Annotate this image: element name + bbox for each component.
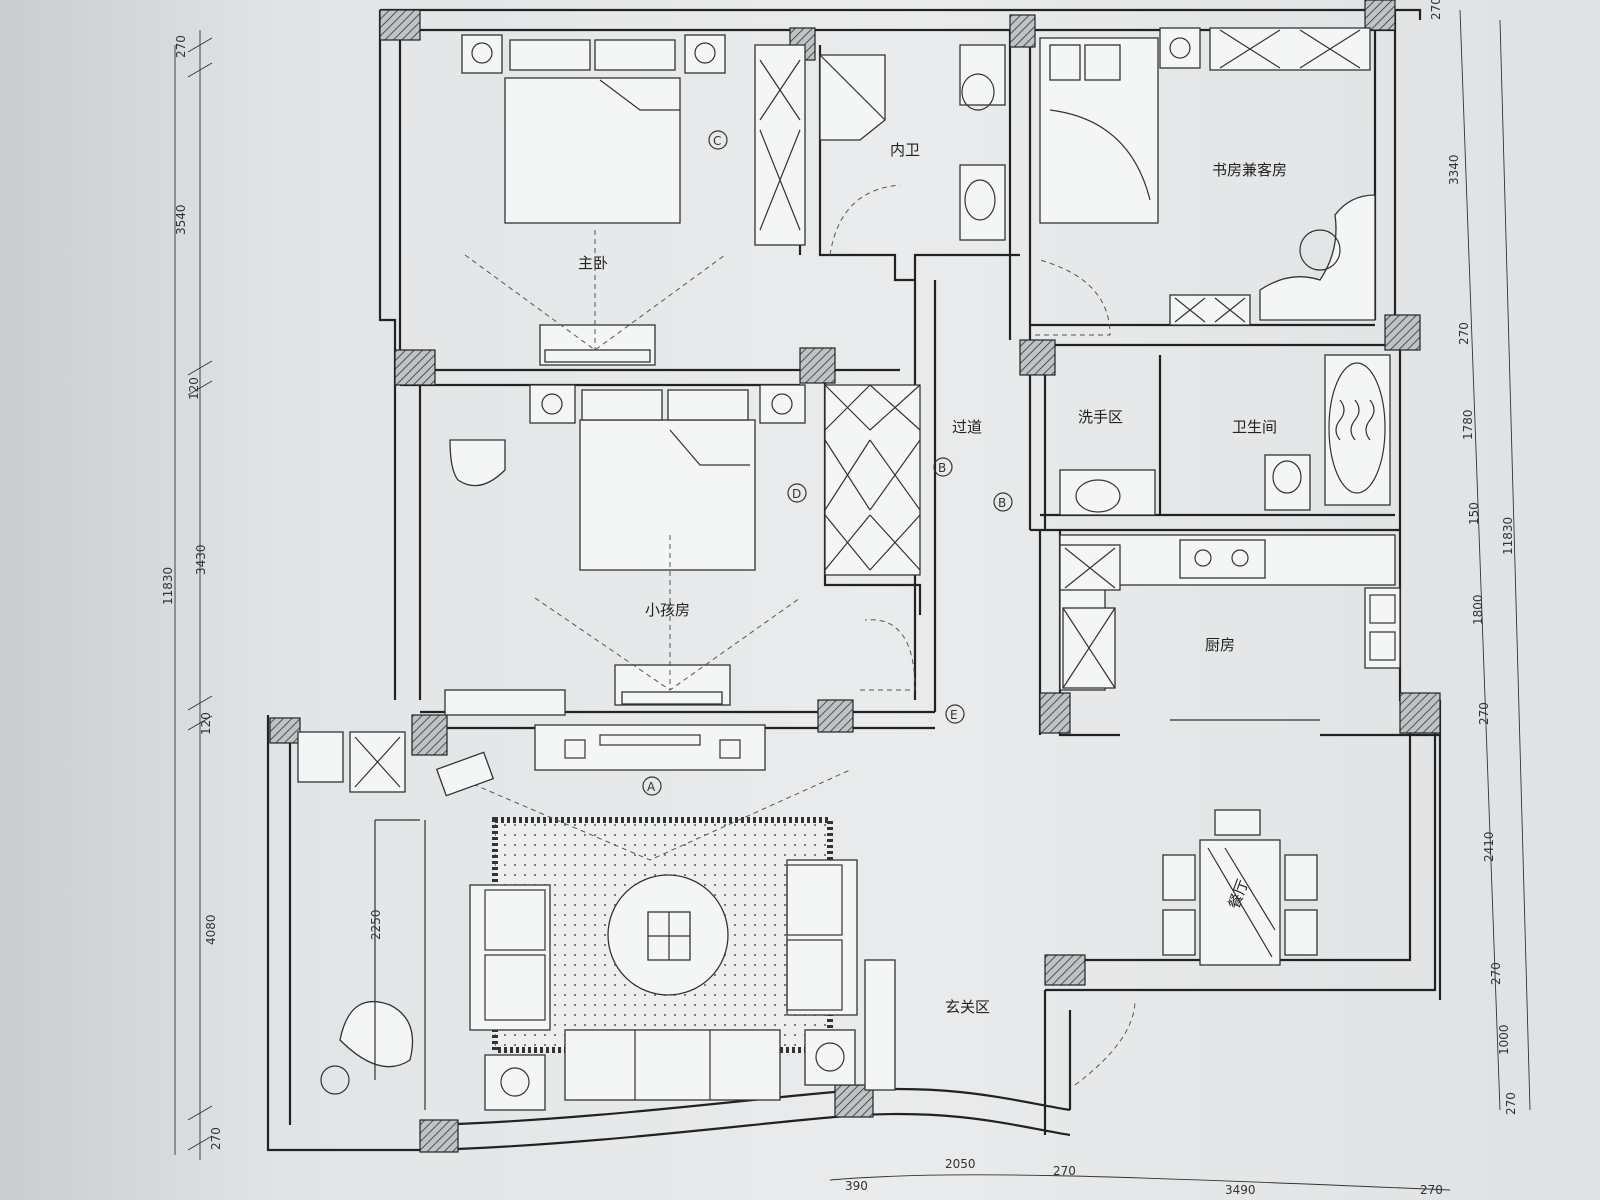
label-master-bedroom: 主卧 xyxy=(578,254,608,272)
marker-c: C xyxy=(708,130,728,150)
svg-text:120: 120 xyxy=(199,712,213,735)
svg-text:270: 270 xyxy=(1053,1164,1076,1178)
svg-text:1800: 1800 xyxy=(1471,594,1485,625)
svg-text:1000: 1000 xyxy=(1497,1024,1511,1055)
svg-text:E: E xyxy=(950,708,958,722)
dining-furniture xyxy=(1074,809,1318,1086)
structural-columns xyxy=(269,0,1441,1153)
label-inner-bath: 内卫 xyxy=(890,141,920,159)
svg-text:4080: 4080 xyxy=(204,914,218,945)
label-bathroom: 卫生间 xyxy=(1232,418,1277,436)
svg-text:120: 120 xyxy=(187,377,201,400)
label-wash-area: 洗手区 xyxy=(1078,408,1123,426)
marker-e: E xyxy=(945,704,965,724)
kitchen-fixtures xyxy=(1059,534,1401,721)
svg-text:270: 270 xyxy=(209,1127,223,1150)
marker-d: D xyxy=(787,483,807,503)
label-kitchen: 厨房 xyxy=(1205,636,1235,654)
label-kids-room: 小孩房 xyxy=(645,601,690,619)
svg-text:3340: 3340 xyxy=(1447,154,1461,185)
svg-text:3540: 3540 xyxy=(174,204,188,235)
svg-text:270: 270 xyxy=(1504,1092,1518,1115)
label-entrance: 玄关区 xyxy=(945,998,990,1016)
svg-text:2250: 2250 xyxy=(369,909,383,940)
living-room-furniture xyxy=(439,724,896,1111)
svg-text:2410: 2410 xyxy=(1482,831,1496,862)
svg-text:11830: 11830 xyxy=(161,567,175,605)
svg-text:D: D xyxy=(792,487,801,501)
svg-text:3490: 3490 xyxy=(1225,1183,1256,1197)
study-guest-furniture xyxy=(1035,27,1376,336)
svg-text:270: 270 xyxy=(1489,962,1503,985)
marker-a: A xyxy=(642,776,662,796)
bottom-dimensions: 390 2050 270 3490 270 xyxy=(829,1157,1451,1197)
marker-b: B xyxy=(933,457,953,477)
svg-text:A: A xyxy=(647,780,656,794)
wash-bath-fixtures xyxy=(1059,354,1391,516)
room-labels: 主卧 内卫 书房兼客房 过道 洗手区 卫生间 小孩房 厨房 玄关区 餐厅 xyxy=(578,141,1287,1016)
left-dimensions: 270 3540 120 3430 120 4080 270 11830 225… xyxy=(161,30,383,1160)
master-bedroom-furniture xyxy=(461,34,806,366)
svg-text:C: C xyxy=(713,134,721,148)
marker-b2: B xyxy=(993,492,1013,512)
right-dimensions: 270 3340 270 1780 150 1800 270 2410 270 … xyxy=(1429,0,1531,1115)
svg-text:270: 270 xyxy=(1420,1183,1443,1197)
section-markers: C D B B A E xyxy=(642,130,1013,796)
label-study-guest: 书房兼客房 xyxy=(1212,161,1287,179)
svg-text:11830: 11830 xyxy=(1501,517,1515,555)
svg-text:3430: 3430 xyxy=(194,544,208,575)
svg-text:270: 270 xyxy=(1429,0,1443,20)
svg-text:2050: 2050 xyxy=(945,1157,976,1171)
inner-bath-fixtures xyxy=(819,44,1006,256)
svg-text:1780: 1780 xyxy=(1461,409,1475,440)
svg-text:270: 270 xyxy=(1477,702,1491,725)
svg-text:270: 270 xyxy=(174,35,188,58)
balcony-fixtures xyxy=(297,731,495,1110)
svg-text:B: B xyxy=(998,496,1006,510)
svg-text:270: 270 xyxy=(1457,322,1471,345)
kids-room-furniture xyxy=(444,384,921,716)
label-corridor: 过道 xyxy=(952,418,982,436)
svg-text:B: B xyxy=(938,461,946,475)
svg-text:150: 150 xyxy=(1467,502,1481,525)
svg-text:390: 390 xyxy=(845,1179,868,1193)
